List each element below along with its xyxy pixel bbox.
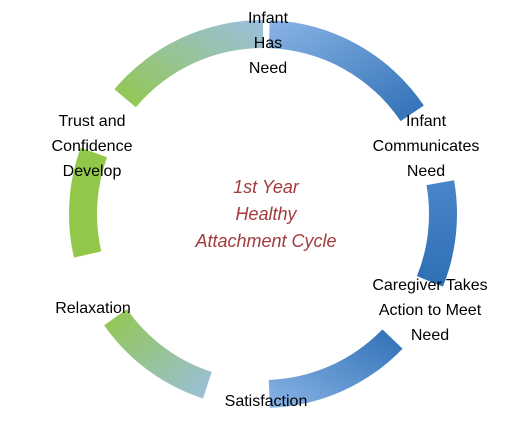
node-caregiver-takes-action: Caregiver Takes Action to Meet Need [372,277,488,344]
node-satisfaction: Satisfaction [224,393,308,410]
node-relaxation: Relaxation [55,300,131,317]
cycle-center-title: 1st Year Healthy Attachment Cycle [195,177,337,251]
node-trust-and-confidence: Trust and Confidence Develop [51,113,133,180]
arc-segment-3 [268,329,403,408]
node-infant-has-need: Infant Has Need [247,10,289,77]
arc-segment-6 [114,20,263,108]
arc-segment-5 [69,147,108,258]
node-infant-communicates-need: Infant Communicates Need [372,113,480,180]
arc-segment-1 [268,20,424,122]
arc-segment-2 [416,180,457,287]
arc-segment-4 [104,309,212,399]
